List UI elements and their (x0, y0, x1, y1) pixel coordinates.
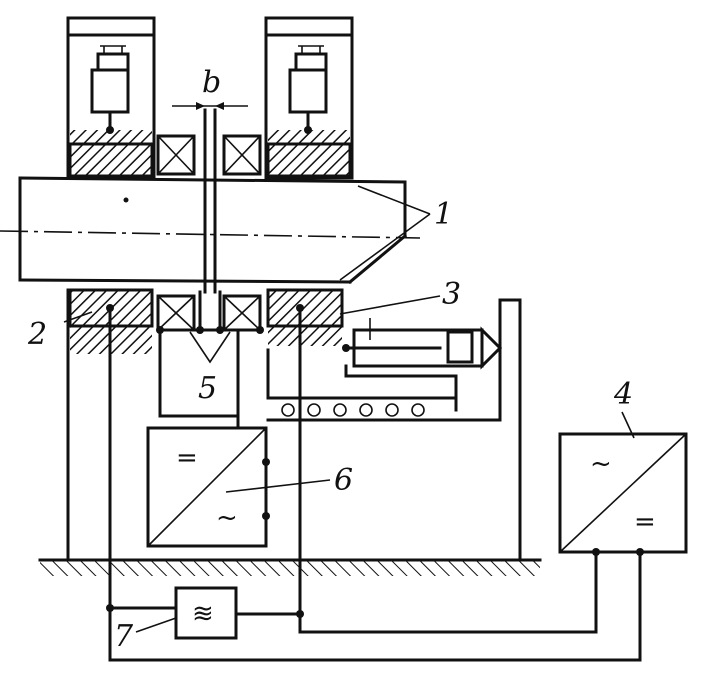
shaft (0, 176, 421, 285)
converter-6-wiring (158, 328, 240, 430)
main-wiring (106, 304, 642, 662)
left-brush-device (90, 45, 130, 134)
right-lower-brush-device (342, 318, 503, 412)
label-2: 2 (27, 317, 47, 352)
gap-b (172, 102, 248, 294)
label-3: 3 (442, 277, 461, 312)
rotor-winding-lower-right (266, 288, 344, 346)
converter-4-dc-symbol: = (634, 507, 656, 537)
right-upper-housing (264, 16, 354, 180)
right-frame-post (498, 298, 522, 562)
label-7: 7 (114, 619, 134, 654)
label-gap-b: b (202, 65, 221, 100)
label-4: 4 (613, 377, 633, 412)
label-6: 6 (334, 463, 353, 498)
label-1: 1 (434, 197, 453, 232)
slip-contacts (156, 290, 264, 364)
right-upper-coil (222, 134, 262, 176)
label-5: 5 (198, 371, 217, 406)
converter-6 (146, 426, 270, 548)
ground (38, 558, 542, 576)
leader-lines (63, 185, 635, 633)
left-upper-housing (66, 16, 156, 180)
converter-4-ac-symbol: ~ (590, 449, 612, 479)
converter-6-ac-symbol: ~ (216, 503, 238, 533)
left-upper-coil (156, 134, 196, 176)
right-brush-device (288, 45, 328, 134)
filter-7-symbol: ≋ (192, 599, 214, 629)
converter-6-dc-symbol: = (176, 443, 198, 473)
converter-4 (558, 432, 688, 556)
